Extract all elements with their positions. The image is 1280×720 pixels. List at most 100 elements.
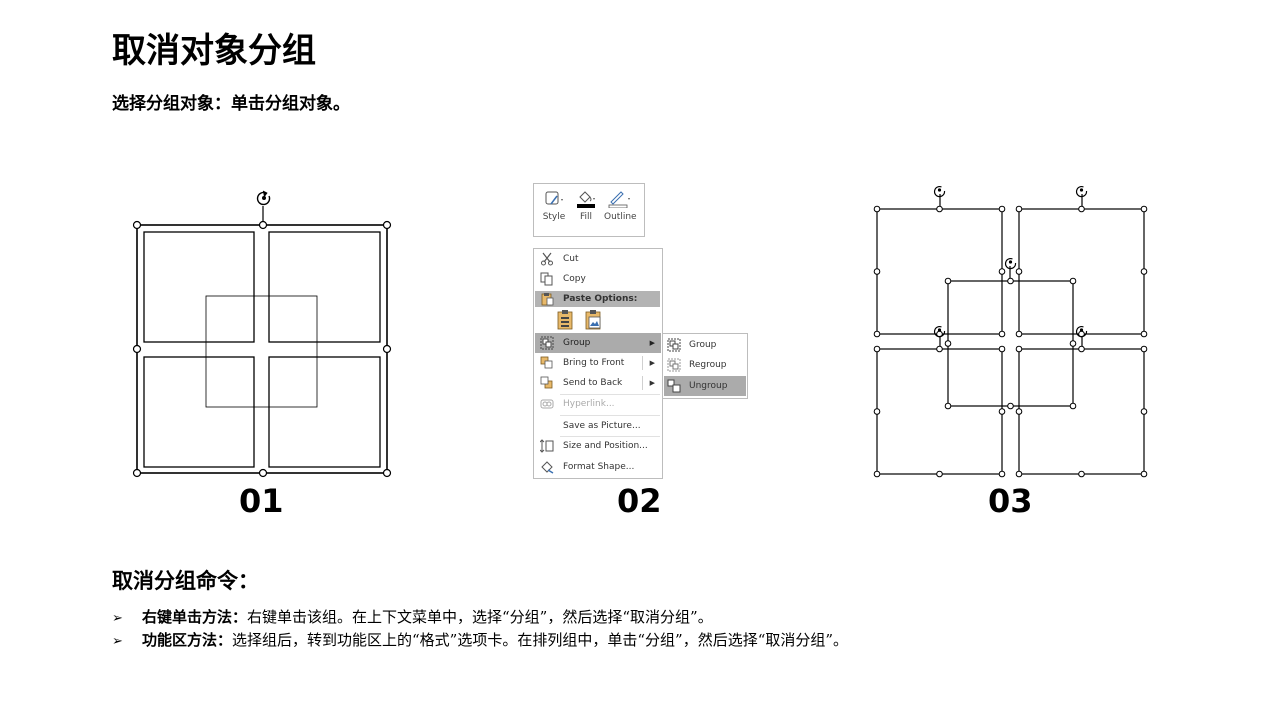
submenu-item-ungroup[interactable]: Ungroup (664, 376, 746, 396)
rotate-handle-icon (933, 326, 946, 338)
selection-handle (998, 330, 1006, 338)
menu-item-group[interactable]: Group ▶ (535, 333, 661, 353)
bullet-ribbon-method: ➢ 功能区方法：选择组后，转到功能区上的“格式”选项卡。在排列组中，单击“分组”，… (112, 629, 848, 653)
selection-handle (1140, 470, 1148, 478)
send-to-back-icon (540, 376, 553, 389)
submenu-item-label: Group (689, 340, 717, 350)
submenu-item-regroup[interactable]: Regroup (664, 355, 746, 375)
step-number-02: 02 (617, 482, 662, 520)
rotate-handle-icon (1075, 186, 1088, 198)
selection-handle (998, 470, 1006, 478)
selection-handle (1015, 345, 1023, 353)
ungroup-icon (667, 379, 681, 393)
selection-handle (873, 268, 881, 275)
selection-handle (1078, 205, 1085, 213)
selection-handle (998, 268, 1006, 275)
grouped-object-figure (132, 190, 392, 478)
menu-item-label: Send to Back (563, 378, 623, 388)
selection-handle (936, 470, 943, 478)
fill-button[interactable]: Fill (571, 188, 601, 232)
submenu-arrow-icon: ▶ (649, 339, 655, 347)
bullet-text: 选择组后，转到功能区上的“格式”选项卡。在排列组中，单击“分组”，然后选择“取消… (232, 631, 849, 649)
step-number-03: 03 (988, 482, 1033, 520)
clipboard-icon (541, 293, 554, 306)
selection-handle (1007, 277, 1014, 285)
menu-item-send-to-back[interactable]: Send to Back ▶ (535, 373, 661, 393)
paste-options-header: Paste Options: (535, 291, 660, 307)
group-icon (540, 336, 554, 350)
menu-item-label: Group (563, 338, 591, 348)
arrow-bullet-icon: ➢ (112, 634, 123, 649)
outline-button[interactable]: Outline (604, 188, 637, 232)
pen-outline-icon (608, 191, 630, 208)
selection-handle (998, 345, 1006, 353)
menu-item-size-and-position[interactable]: Size and Position... (535, 436, 661, 456)
rotate-handle-icon (1075, 326, 1088, 338)
paste-options-label: Paste Options: (563, 294, 638, 304)
bullet-label: 功能区方法： (142, 631, 233, 649)
menu-item-label: Size and Position... (563, 441, 648, 451)
selection-handle (1140, 205, 1148, 213)
selection-handle (1069, 402, 1077, 410)
selection-handle (1007, 402, 1014, 410)
menu-item-label: Copy (563, 274, 586, 284)
hyperlink-icon (540, 399, 554, 409)
paint-bucket-icon (577, 191, 595, 208)
submenu-item-label: Ungroup (689, 381, 728, 391)
step-number-01: 01 (239, 482, 284, 520)
selection-handle (1015, 330, 1023, 338)
selection-handle (1140, 268, 1148, 275)
selection-handle (1140, 330, 1148, 338)
paste-use-destination-theme-button[interactable] (556, 309, 576, 331)
selection-handle (1069, 340, 1077, 347)
selection-handle (998, 408, 1006, 415)
menu-item-hyperlink[interactable]: Hyperlink... (535, 394, 661, 414)
selection-handle (1140, 408, 1148, 415)
fill-label: Fill (579, 212, 593, 222)
selection-handle (1140, 345, 1148, 353)
shape-style-icon (545, 191, 563, 205)
selection-handle (1078, 345, 1085, 353)
menu-item-bring-to-front[interactable]: Bring to Front ▶ (535, 353, 661, 373)
section-title: 取消分组命令： (112, 568, 259, 593)
paste-picture-icon (585, 310, 601, 330)
size-position-icon (540, 439, 554, 453)
selection-handle (873, 408, 881, 415)
submenu-arrow-icon: ▶ (649, 379, 655, 387)
selection-handles (132, 220, 392, 478)
selection-handle (1015, 268, 1023, 275)
selection-handle (873, 330, 881, 338)
group-submenu: Group Regroup Ungroup (662, 333, 748, 399)
menu-item-cut[interactable]: Cut (535, 249, 661, 269)
selection-handle (1015, 408, 1023, 415)
selection-handle (1015, 205, 1023, 213)
menu-item-label: Bring to Front (563, 358, 625, 368)
paste-destination-theme-icon (557, 310, 573, 330)
page-subtitle: 选择分组对象：单击分组对象。 (112, 94, 350, 114)
copy-icon (540, 272, 553, 286)
paste-picture-button[interactable] (584, 309, 604, 331)
selection-handle (1069, 277, 1077, 285)
rotate-handle-icon (933, 186, 946, 198)
rotate-handle-icon (256, 190, 271, 206)
format-shape-icon (541, 461, 554, 474)
rotate-handle-icon (1004, 258, 1017, 270)
menu-item-format-shape[interactable]: Format Shape... (535, 457, 661, 477)
arrow-bullet-icon: ➢ (112, 611, 123, 626)
bring-to-front-icon (540, 356, 553, 369)
menu-item-save-as-picture[interactable]: Save as Picture... (535, 416, 661, 436)
menu-item-label: Save as Picture... (563, 421, 641, 431)
submenu-arrow-icon: ▶ (649, 359, 655, 367)
scissors-icon (541, 252, 553, 266)
page-title: 取消对象分组 (112, 31, 316, 71)
selection-handle (873, 345, 881, 353)
selection-handle (1015, 470, 1023, 478)
submenu-item-group[interactable]: Group (664, 335, 746, 355)
submenu-item-label: Regroup (689, 360, 727, 370)
selection-handle (873, 470, 881, 478)
menu-item-label: Hyperlink... (563, 399, 615, 409)
style-button[interactable]: Style (539, 188, 569, 232)
regroup-icon (667, 358, 681, 372)
menu-item-copy[interactable]: Copy (535, 269, 661, 289)
mini-toolbar: Style Fill Outline (533, 183, 645, 237)
